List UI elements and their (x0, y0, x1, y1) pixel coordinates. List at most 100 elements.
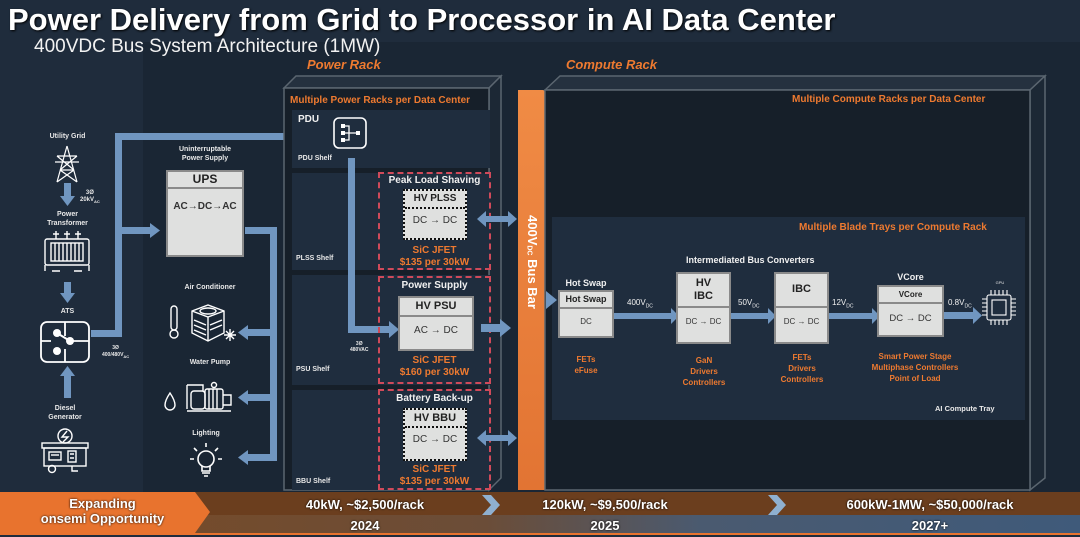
diesel-line2: Generator (48, 414, 82, 421)
voltage-12v: 12VDC (832, 298, 853, 310)
ibc-box: IBC DC → DC (774, 272, 829, 344)
flow-0-8v (944, 312, 974, 319)
bidirectional-arrow-icon (477, 430, 517, 446)
transmission-tower-icon (55, 145, 79, 183)
ibc-box-function: DC → DC (783, 317, 820, 326)
compute-rack-header: Multiple Compute Racks per Data Center (792, 94, 986, 105)
timeline-value-band (0, 492, 1080, 515)
chevron-right-icon (482, 495, 500, 515)
ups-box-title: UPS (168, 172, 242, 189)
ai-compute-tray-label: AI Compute Tray (935, 404, 995, 413)
water-pump-icon (164, 381, 232, 412)
voltage-sub: DC (846, 303, 854, 310)
power-transformer-line2: Transformer (47, 220, 88, 227)
ats-voltage: 400/480V (102, 352, 124, 358)
hot-swap-caption: Hot Swap (565, 278, 607, 288)
ups-caption: Uninterruptable Power Supply (165, 145, 245, 163)
flow-to-psu (348, 326, 390, 333)
flow-to-pump (248, 394, 273, 401)
vcore-note: Multiphase Controllers (871, 363, 959, 372)
ibc-notes: FETs Drivers Controllers (768, 352, 836, 385)
milestone-2024-value: 40kW, ~$2,500/rack (305, 497, 425, 512)
flow-arrow-transformer-to-ats (64, 282, 71, 294)
grid-voltage-sub: AC (94, 199, 100, 205)
voltage-value: 400V (627, 298, 646, 307)
ibc-note: Controllers (780, 375, 824, 384)
flow-12v (829, 313, 874, 319)
hv-ibc-notes: GaN Drivers Controllers (670, 355, 738, 388)
ats-phase: 3Ø (112, 345, 119, 351)
opportunity-label: Expanding onsemi Opportunity (20, 496, 185, 526)
milestone-2024-year: 2024 (350, 518, 380, 533)
milestone-2027-year: 2027+ (911, 518, 949, 533)
vcore-caption: VCore (897, 272, 924, 282)
air-conditioner-icon (169, 304, 236, 342)
hot-swap-note: eFuse (574, 366, 598, 375)
grid-voltage-label: 3Ø 20kVAC (80, 190, 100, 205)
milestone-2025-year: 2025 (590, 518, 620, 533)
power-transformer-label: Power Transformer (35, 210, 100, 228)
ats-voltage-sub: AC (123, 354, 130, 359)
hot-swap-box-function: DC (580, 317, 592, 326)
flow-pdu-to-psu (348, 158, 355, 333)
flow-50v (731, 313, 769, 319)
flow-400v (614, 313, 672, 319)
plss-price: $135 per 30kW (399, 257, 470, 268)
arrow-left-icon (238, 450, 248, 465)
arrow-right-icon (389, 321, 399, 338)
vcore-note: Point of Load (889, 374, 941, 383)
hot-swap-box: Hot Swap DC (558, 290, 614, 338)
timeline-year-band (0, 515, 1080, 533)
arrow-down-icon (60, 196, 75, 206)
compute-rack-label: Compute Rack (566, 57, 658, 72)
flow-to-lighting (248, 454, 277, 461)
diesel-line1: Diesel (54, 405, 76, 412)
arrow-right-icon (768, 308, 776, 324)
flow-psu-to-bus (481, 324, 501, 332)
psu-title: Power Supply (401, 280, 468, 291)
ibc-note: Drivers (788, 364, 816, 373)
hv-ibc-box: HV IBC DC → DC (676, 272, 731, 344)
bbu-box-title: HV BBU (405, 410, 465, 428)
power-transformer-icon (44, 231, 90, 272)
voltage-sub: DC (645, 303, 653, 310)
utility-grid-label: Utility Grid (49, 133, 86, 140)
arrow-right-icon (872, 308, 880, 324)
diesel-generator-icon (41, 428, 89, 474)
pdu-shelf-label: PDU Shelf (298, 155, 332, 162)
arrow-down-icon (60, 293, 75, 303)
lighting-label: Lighting (192, 430, 220, 437)
bbu-title: Battery Back-up (396, 393, 473, 404)
psu-price: $160 per 30kW (399, 367, 470, 378)
flow-main-riser (115, 133, 122, 337)
page-subtitle: 400VDC Bus System Architecture (1MW) (34, 36, 381, 57)
air-conditioner-label: Air Conditioner (184, 284, 236, 291)
hv-ibc-note: Drivers (690, 367, 718, 376)
opportunity-line2: onsemi Opportunity (40, 511, 165, 526)
hot-swap-notes: FETs eFuse (558, 354, 614, 376)
psu-input-label: 3Ø 480VAC (350, 341, 369, 353)
plss-shelf-label: PLSS Shelf (296, 255, 334, 262)
voltage-400v: 400VDC (627, 298, 653, 310)
milestone-2027-value: 600kW-1MW, ~$50,000/rack (846, 497, 1014, 512)
psu-notes: SiC JFET $160 per 30kW (378, 355, 491, 379)
power-transformer-line1: Power (56, 211, 78, 218)
ibc-box-title: IBC (776, 274, 827, 308)
vcore-notes: Smart Power Stage Multiphase Controllers… (860, 351, 970, 384)
arrow-right-icon (150, 223, 160, 238)
gpu-label: GPU (995, 280, 1005, 285)
flow-ups-out (245, 227, 277, 234)
ups-caption-line2: Power Supply (181, 155, 229, 162)
psu-box-title: HV PSU (400, 298, 472, 317)
psu-box: HV PSU AC → DC (398, 296, 474, 351)
psu-box-function: AC → DC (414, 325, 458, 336)
psu-shelf-label: PSU Shelf (296, 366, 330, 373)
gpu-chip-icon (982, 290, 1016, 325)
arrow-left-icon (238, 325, 248, 340)
bbu-notes: SiC JFET $135 per 30kW (378, 464, 491, 488)
bbu-tech: SiC JFET (412, 464, 457, 475)
bidirectional-arrow-icon (477, 211, 517, 227)
ats-switch-icon (40, 321, 90, 363)
pdu-distribution-icon (333, 117, 367, 149)
blade-tray-header: Multiple Blade Trays per Compute Rack (799, 222, 987, 233)
